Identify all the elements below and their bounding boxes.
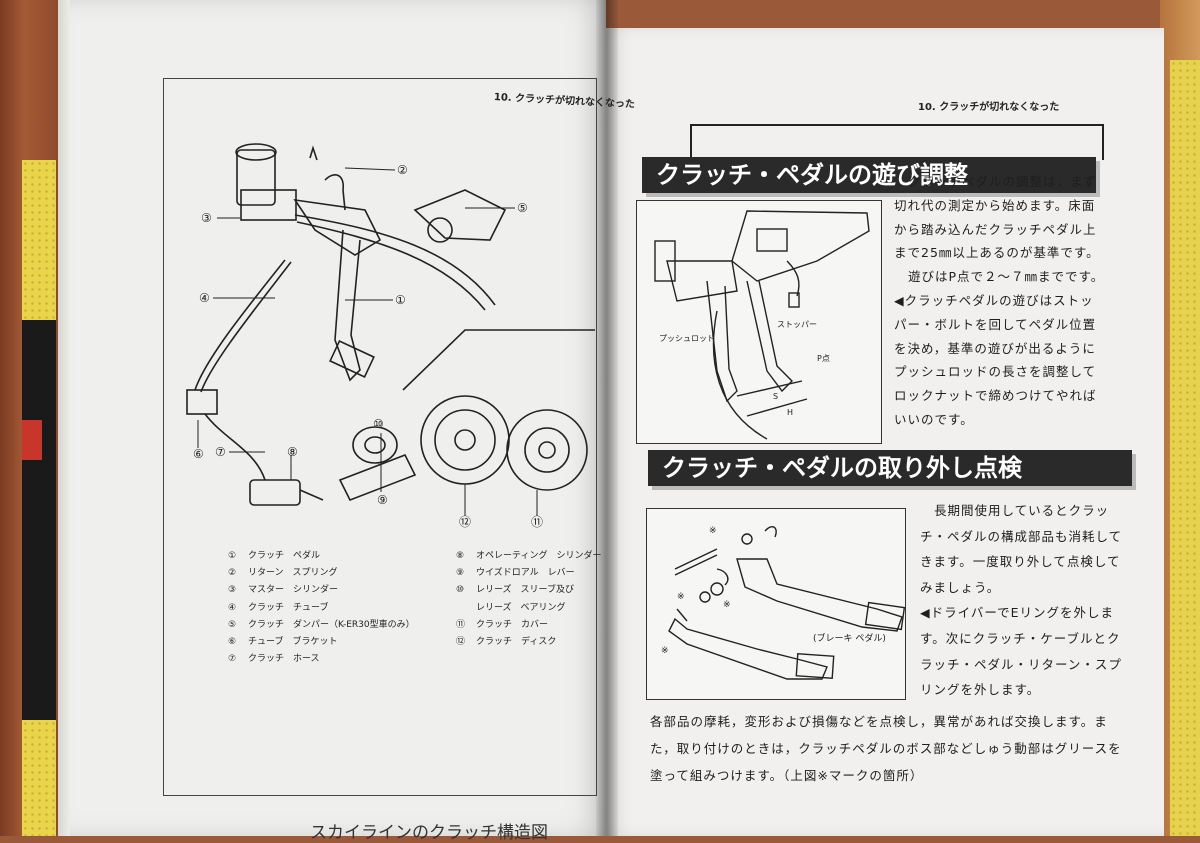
push-rod-label: プッシュロッド (659, 334, 715, 343)
left-page-caption: スカイラインのクラッチ構造図 (310, 823, 548, 843)
callout-6: ⑥ (193, 447, 204, 461)
s-label: S (773, 392, 778, 401)
mark-label: ※ (661, 646, 669, 656)
section1-text: クラッチペダルの調整は，まず 切れ代の測定から始めます。床面 から踏み込んだクラ… (894, 174, 1105, 427)
right-page-header: 10. クラッチが切れなくなった (918, 102, 1060, 113)
section1-title-frame (690, 124, 1104, 160)
callout-11: ⑪ (531, 515, 543, 529)
callout-9: ⑨ (377, 493, 388, 507)
callout-10: ⑩ (373, 417, 384, 431)
section1-title: クラッチ・ペダルの遊び調整 (642, 157, 1096, 193)
background-red-mark (22, 420, 42, 460)
pedal-play-drawing: プッシュロッド ストッパー P点 S H (654, 210, 870, 440)
section2-title: クラッチ・ペダルの取り外し点検 (648, 450, 1132, 486)
mark-label: ※ (723, 600, 731, 610)
callout-12: ⑫ (459, 515, 471, 529)
pedal-removal-figure: (ブレーキ ペダル) ※ ※ ※ ※ (646, 508, 906, 700)
brake-pedal-label: (ブレーキ ペダル) (813, 632, 886, 644)
legend-item: レリーズ ベアリング (476, 602, 566, 613)
background-dark-strip (22, 320, 56, 720)
pedal-play-figure: プッシュロッド ストッパー P点 S H (636, 200, 882, 444)
stopper-label: ストッパー (777, 320, 817, 329)
section2-bottom-text: 各部品の摩耗，変形および損傷などを点検し，異常があれば交換します。ま た，取り付… (650, 714, 1122, 783)
clutch-structure-diagram: ② ③ ④ ① ⑤ ⑥ ⑦ ⑧ ⑨ ⑩ ⑪ ⑫ (186, 143, 595, 529)
left-page (70, 0, 606, 836)
book-gutter (596, 0, 618, 836)
mark-label: ※ (709, 526, 717, 536)
h-label: H (787, 408, 793, 417)
callout-8: ⑧ (287, 445, 298, 459)
pedal-removal-drawing: (ブレーキ ペダル) ※ ※ ※ ※ (661, 526, 906, 680)
callout-3: ③ (201, 211, 212, 225)
background-right-yellow (1170, 60, 1200, 836)
section2-side-text: 長期間使用しているとクラッ チ・ペダルの構成部品も消耗して きます。一度取り外し… (920, 503, 1123, 698)
callout-4: ④ (199, 291, 210, 305)
diagram-frame (163, 78, 597, 796)
callout-5: ⑤ (517, 201, 528, 215)
callout-2: ② (397, 163, 408, 177)
p-point-label: P点 (817, 354, 830, 363)
callout-7: ⑦ (215, 445, 226, 459)
callout-1: ① (395, 293, 406, 307)
mark-label: ※ (677, 592, 685, 602)
